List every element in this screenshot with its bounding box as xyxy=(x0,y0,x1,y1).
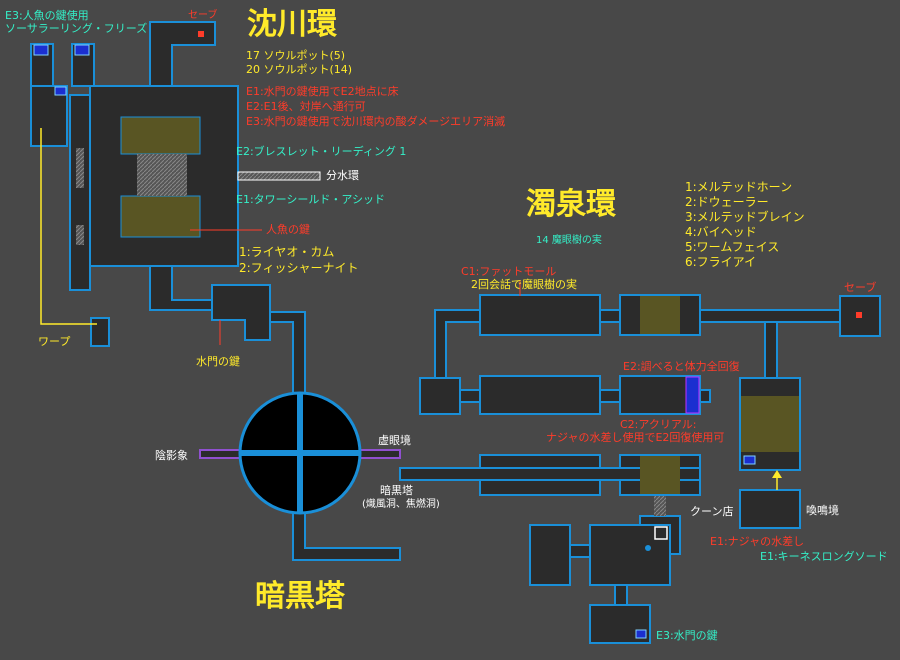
c2-line-2: ナジャの水差し使用でE2回復使用可 xyxy=(546,431,725,444)
kuun-inner-box xyxy=(654,526,668,540)
area-title-dakusen: 濁泉環 xyxy=(526,187,616,222)
chinsen-top-corridor xyxy=(149,21,216,87)
east-e3-marker xyxy=(743,455,756,465)
e3-marker xyxy=(54,86,67,96)
dakusen-save-point xyxy=(856,312,862,318)
c1-line-2: 2回会話で魔眼樹の実 xyxy=(471,278,577,291)
e1-shield: E1:タワーシールド・アシッド xyxy=(236,193,385,206)
dakusen-enemy-5: 5:ワームフェイス xyxy=(685,240,780,254)
area-title-chinsen: 沈川環 xyxy=(247,7,337,42)
hall-mid-bridge xyxy=(137,154,187,196)
shaft-stairs-1 xyxy=(76,148,84,188)
warp-line xyxy=(40,128,97,325)
e2-heal-block xyxy=(685,376,700,414)
hall-upper-pool xyxy=(120,116,201,155)
east-room-pool xyxy=(741,396,799,452)
dakusen-enemy-1: 1:メルテッドホーン xyxy=(685,180,793,194)
water-gate-key-label: 水門の鍵 xyxy=(196,355,240,368)
dakusen-enemy-6: 6:フライアイ xyxy=(685,255,757,269)
dakusen-enemy-3: 3:メルテッドブレイン xyxy=(685,210,805,224)
stairs-to-kuun xyxy=(654,496,666,516)
chinsen-vertical-shaft xyxy=(69,94,91,291)
soul-pot-17: 17 ソウルポット(5) xyxy=(246,49,346,62)
top-left-note-2: ソーサラーリング・フリーズ xyxy=(5,22,148,35)
e1-door xyxy=(74,44,90,56)
dakusen-fruit: 14 魔眼樹の実 xyxy=(536,235,602,246)
kanmei-arrow-head xyxy=(772,470,782,478)
kyogan-label: 虚眼境 xyxy=(378,434,411,447)
dakusen-save-label: セーブ xyxy=(844,281,877,294)
lower-room-left xyxy=(529,524,571,586)
e3-note: E3:水門の鍵使用で沈川環内の酸ダメージエリア消滅 xyxy=(246,115,506,128)
bunsuikan-bridge xyxy=(237,171,321,181)
c2-line-1: C2:アクリアル: xyxy=(620,418,697,431)
lower-room-big xyxy=(589,524,671,586)
ankoku-tower-label: 暗黒塔 xyxy=(380,484,413,497)
warp-label: ワープ xyxy=(38,335,71,348)
e3-key-marker xyxy=(635,629,647,639)
e1-note: E1:水門の鍵使用でE2地点に床 xyxy=(246,85,399,98)
e3-door xyxy=(33,44,49,56)
chinsen-save-label: セーブ xyxy=(188,10,218,21)
bunsuikan-label: 分水環 xyxy=(326,169,359,182)
chinsen-room-20 xyxy=(90,317,110,347)
lower-corridor xyxy=(569,544,591,558)
lower-shaft xyxy=(614,584,628,606)
soul-pot-20: 20 ソウルポット(14) xyxy=(246,63,353,76)
tower-corridor xyxy=(211,284,271,341)
kuun-shop-label: クーン店 xyxy=(690,505,734,518)
e2-note: E2:E1後、対岸へ通行可 xyxy=(246,100,366,113)
lower-room-e3 xyxy=(589,604,651,644)
chinsen-zone xyxy=(30,21,239,347)
chinsen-save-point xyxy=(198,31,204,37)
e2-heal-label: E2:調べると体力全回復 xyxy=(623,360,740,373)
inei-label: 陰影象 xyxy=(155,449,188,462)
chinsen-enemy-1: 1:ライヤオ・カム xyxy=(239,245,335,259)
shaft-stairs-2 xyxy=(76,225,84,245)
dakusen-enemy-4: 4:バイヘッド xyxy=(685,225,757,239)
dakusen-bottom-corridor xyxy=(399,467,701,481)
chinsen-enemy-2: 2:フィッシャーナイト xyxy=(239,261,359,275)
c1-line-1: C1:ファットモール xyxy=(461,265,557,278)
bottom-right-pool xyxy=(640,456,680,494)
hall-lower-pool xyxy=(120,195,201,238)
e2-bracelet: E2:ブレスレット・リーディング 1 xyxy=(236,145,407,158)
dakusen-room-c1 xyxy=(479,294,601,336)
top-right-pool xyxy=(640,296,680,334)
e1-naja-label: E1:ナジャの水差し xyxy=(710,535,805,548)
dakusen-mid-left xyxy=(419,377,461,415)
e3-key-label: E3:水門の鍵 xyxy=(656,629,718,642)
dakusen-east-corridor xyxy=(764,321,778,379)
dakusen-room-mid xyxy=(479,375,601,415)
e1-sword-label: E1:キーネスロングソード xyxy=(760,550,888,563)
kanmei-label: 喚鳴境 xyxy=(806,504,839,517)
area-title-ankoku: 暗黒塔 xyxy=(255,579,345,614)
kanmei-room xyxy=(739,489,801,529)
mermaid-key-label: 人魚の鍵 xyxy=(266,223,310,236)
dakusen-enemy-2: 2:ドウェーラー xyxy=(685,195,769,209)
kuun-marker xyxy=(645,545,651,551)
ankoku-tower-sub: (熾風洞、焦燃洞) xyxy=(362,499,440,510)
top-left-note-1: E3:人魚の鍵使用 xyxy=(5,9,89,22)
chinsen-down-corridor xyxy=(149,265,213,311)
